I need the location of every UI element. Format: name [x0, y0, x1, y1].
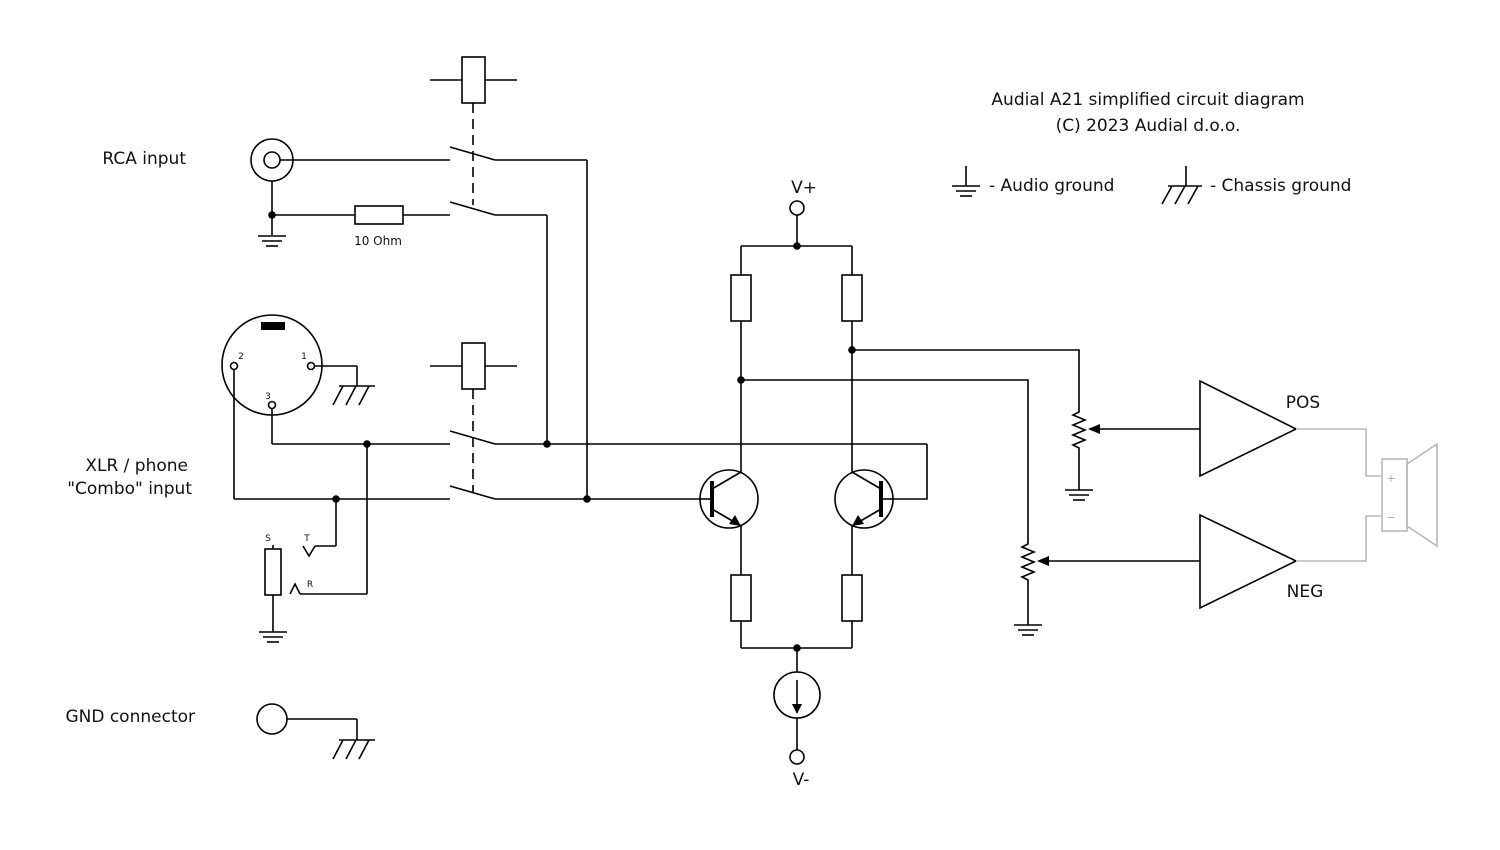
phone-jack-ring	[289, 444, 368, 595]
left-emitter-resistor	[730, 574, 752, 622]
ten-ohm-resistor-label: 10 Ohm	[354, 234, 402, 248]
neg-amplifier	[1199, 513, 1298, 610]
left-npn-transistor	[699, 469, 759, 529]
diagram-copyright: (C) 2023 Audial d.o.o.	[1056, 116, 1241, 136]
xlr-input-label-line1: XLR / phone	[85, 456, 188, 476]
left-collector-resistor	[730, 274, 752, 322]
rca-audio-ground-icon	[258, 235, 286, 247]
vplus-label: V+	[791, 178, 817, 198]
phone-jack-tip	[302, 499, 337, 558]
junction-dot	[583, 495, 591, 503]
phone-ring-label: R	[307, 580, 313, 590]
vminus-label: V-	[793, 770, 810, 790]
xlr-pin-1-label: 1	[301, 352, 307, 362]
vplus-terminal	[789, 200, 805, 216]
relay-2-contacts	[449, 430, 496, 500]
phone-sleeve-label: S	[265, 534, 271, 544]
pos-amplifier	[1199, 379, 1298, 478]
xlr-input-label-line2: "Combo" input	[67, 479, 192, 499]
neg-output-label: NEG	[1287, 582, 1324, 602]
neg-wiper-arrow	[1037, 556, 1049, 566]
neg-potentiometer	[1014, 542, 1042, 636]
right-emitter-resistor	[841, 574, 863, 622]
right-base-wire	[893, 444, 928, 500]
right-npn-transistor	[834, 469, 894, 529]
ten-ohm-resistor	[354, 205, 404, 225]
current-source	[773, 671, 821, 719]
pos-potentiometer	[1065, 410, 1093, 501]
vminus-terminal	[789, 749, 805, 765]
chassis-ground-legend-icon	[1161, 166, 1202, 205]
chassis-ground-legend-label: - Chassis ground	[1210, 176, 1351, 196]
xlr-pin-3-label: 3	[265, 392, 271, 402]
phone-tip-label: T	[303, 534, 310, 544]
speaker-icon	[1381, 442, 1438, 548]
phone-jack-sleeve	[259, 545, 287, 643]
relay-2-coil	[430, 342, 517, 492]
audio-ground-legend-icon	[952, 166, 980, 197]
relay-1-contacts	[449, 146, 587, 216]
audio-ground-legend-label: - Audio ground	[989, 176, 1114, 196]
pos-wiper-arrow	[1088, 424, 1100, 434]
gnd-connector-label: GND connector	[65, 707, 195, 727]
diagram-title: Audial A21 simplified circuit diagram	[991, 90, 1304, 110]
speaker-minus-label: −	[1386, 511, 1395, 524]
rca-input-label: RCA input	[102, 149, 186, 169]
neg-feed-wire	[741, 379, 1029, 542]
speaker-plus-label: +	[1386, 472, 1395, 485]
relay-1-coil	[430, 56, 517, 205]
right-collector-resistor	[841, 274, 863, 322]
speaker-neg-wire	[1296, 515, 1382, 562]
speaker-pos-wire	[1296, 428, 1382, 477]
junction-dot	[543, 440, 551, 448]
pos-output-label: POS	[1286, 393, 1320, 413]
xlr-chassis-ground-icon	[332, 385, 375, 406]
junction-dot	[793, 242, 801, 250]
xlr-pin-2-label: 2	[238, 352, 244, 362]
xlr-connector	[221, 314, 323, 416]
pos-feed-wire	[852, 349, 1080, 410]
gnd-connector-jack	[256, 703, 375, 760]
